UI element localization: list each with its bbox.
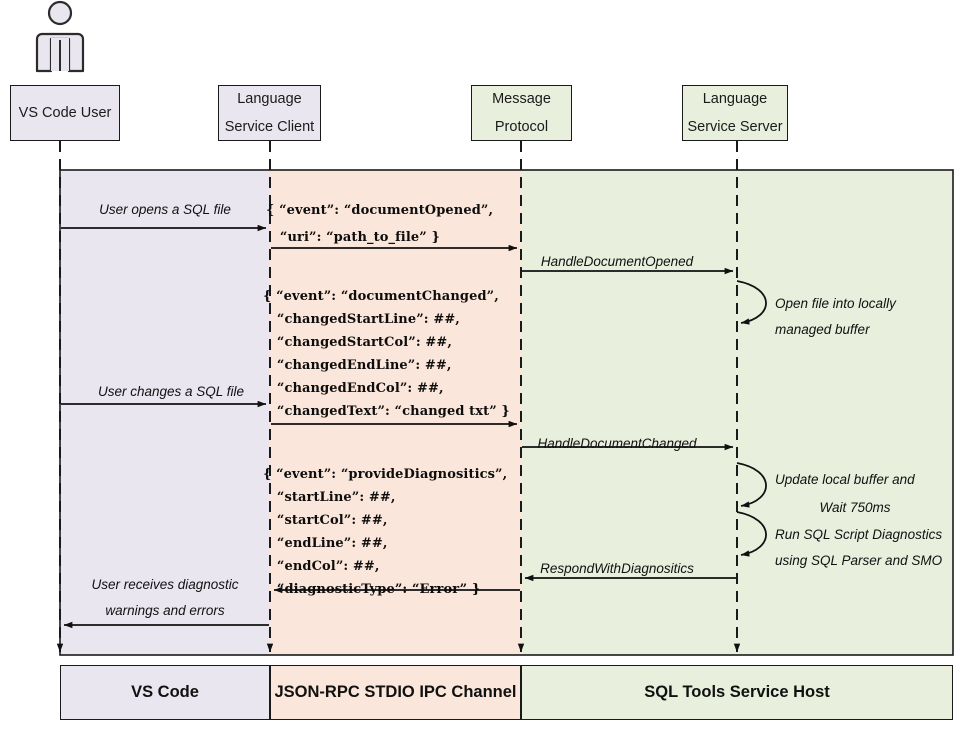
- footer-zone-json-rpc-label: JSON-RPC STDIO IPC Channel: [274, 683, 517, 701]
- participant-language-service-client-line-2: Service Client: [224, 119, 315, 135]
- participant-vs-code-user[interactable]: VS Code User: [10, 85, 120, 141]
- self-loop-update-wait: [736, 462, 767, 508]
- note-run-diagnostics-line-1: Run SQL Script Diagnostics: [775, 527, 943, 542]
- payload-provide-diagnositics-line-2: “startLine”: ##,: [263, 490, 396, 505]
- message-label-user-opens-sql-file: User opens a SQL file: [99, 202, 231, 217]
- payload-provide-diagnositics-line-3: “startCol”: ##,: [263, 513, 388, 528]
- band-peach: [270, 170, 521, 655]
- message-label-handle-document-changed: HandleDocumentChanged: [537, 436, 697, 451]
- participant-language-service-client[interactable]: Language Service Client: [218, 85, 321, 141]
- message-label-user-receives-diagnostics-line-2: warnings and errors: [105, 603, 225, 618]
- participant-vs-code-user-line-1: VS Code User: [18, 104, 112, 121]
- participant-message-protocol-line-1: Message: [492, 90, 551, 107]
- self-loop-open-file: [736, 280, 767, 325]
- payload-document-changed-line-6: “changedText”: “changed txt” }: [263, 404, 510, 419]
- participant-language-service-server[interactable]: Language Service Server: [682, 85, 788, 141]
- note-open-file-line-1: Open file into locally: [775, 296, 896, 311]
- payload-provide-diagnositics-line-6: “diagnosticType”: “Error” }: [263, 582, 481, 597]
- note-update-wait-line-2: Wait 750ms: [819, 500, 891, 515]
- footer-zone-vs-code-label: VS Code: [131, 683, 199, 701]
- participant-language-service-server-line-1: Language: [702, 90, 768, 107]
- participant-message-protocol[interactable]: Message Protocol: [471, 85, 572, 141]
- footer-zone-json-rpc[interactable]: JSON-RPC STDIO IPC Channel: [270, 665, 521, 720]
- payload-document-changed-line-3: “changedStartCol”: ##,: [263, 335, 452, 350]
- payload-document-opened-line-2: “uri”: “path_to_file” }: [266, 230, 440, 245]
- message-label-respond-with-diagnositics: RespondWithDiagnositics: [540, 561, 694, 576]
- note-run-diagnostics-line-2: using SQL Parser and SMO: [775, 553, 943, 568]
- self-loop-run-diagnostics: [736, 511, 767, 557]
- participant-message-protocol-line-2: Protocol: [494, 119, 549, 135]
- note-update-wait-line-1: Update local buffer and: [775, 472, 915, 487]
- payload-document-changed-line-5: “changedEndCol”: ##,: [263, 381, 444, 396]
- payload-document-changed-line-2: “changedStartLine”: ##,: [263, 312, 460, 327]
- footer-zone-vs-code[interactable]: VS Code: [60, 665, 270, 720]
- payload-document-changed-line-1: { “event”: “documentChanged”,: [263, 289, 499, 304]
- actor-figure-icon: [35, 0, 85, 73]
- message-label-user-receives-diagnostics-line-1: User receives diagnostic: [91, 577, 239, 592]
- payload-provide-diagnositics-line-4: “endLine”: ##,: [263, 536, 388, 551]
- message-label-user-changes-sql-file: User changes a SQL file: [97, 384, 245, 399]
- participant-language-service-server-line-2: Service Server: [687, 119, 783, 135]
- message-label-handle-document-opened: HandleDocumentOpened: [540, 254, 694, 269]
- participant-language-service-client-line-1: Language: [237, 90, 302, 107]
- band-lavender: [60, 170, 270, 655]
- footer-zone-sql-tools[interactable]: SQL Tools Service Host: [521, 665, 953, 720]
- note-open-file-line-2: managed buffer: [775, 322, 870, 337]
- payload-provide-diagnositics-line-1: { “event”: “provideDiagnositics”,: [263, 467, 508, 482]
- payload-document-changed-line-4: “changedEndLine”: ##,: [263, 358, 452, 373]
- footer-zone-sql-tools-label: SQL Tools Service Host: [644, 683, 830, 701]
- payload-provide-diagnositics-line-5: “endCol”: ##,: [263, 559, 380, 574]
- payload-document-opened-line-1: { “event”: “documentOpened”,: [266, 203, 494, 218]
